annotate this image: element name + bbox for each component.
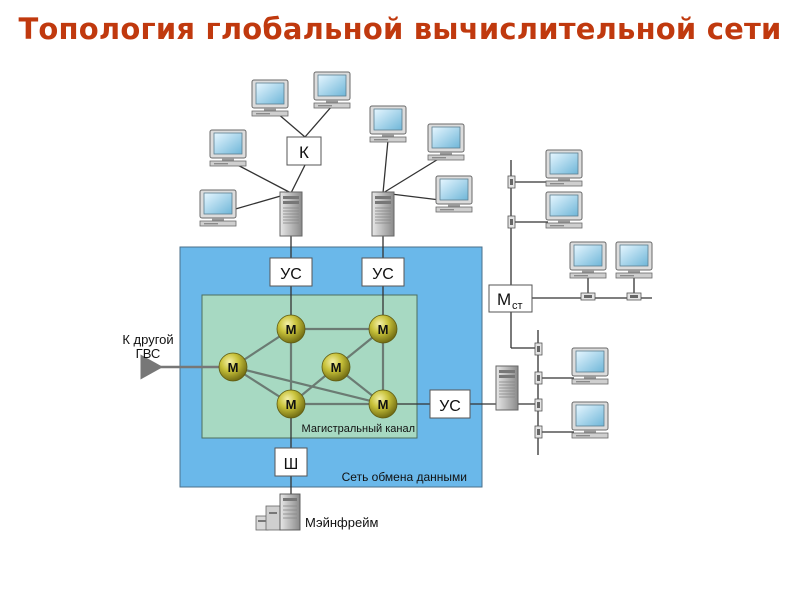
backbone-node: М [368,389,398,419]
svg-text:М: М [378,322,389,337]
server-icon [495,365,519,411]
computer-icon [571,347,609,385]
bus-tap [507,175,516,189]
mainframe-label: Мэйнфрейм [305,515,378,530]
backbone-node: М [218,352,248,382]
svg-text:ст: ст [512,300,523,312]
comm-node-left: УС [269,257,313,287]
data-network-label: Сеть обмена данными [342,470,467,484]
bridge-node-mcst: М ст [488,284,533,313]
backbone-node: М [368,314,398,344]
computer-icon [571,401,609,439]
computer-icon [545,191,583,229]
backbone-node: М [276,389,306,419]
gateway-node: Ш [274,447,308,477]
backbone-label: Магистральный канал [302,423,415,435]
svg-text:М: М [286,322,297,337]
bus-tap [507,215,516,229]
backbone-node: М [321,352,351,382]
svg-text:УС: УС [439,398,461,415]
svg-text:М: М [378,397,389,412]
computer-icon [427,123,465,161]
svg-text:УС: УС [372,266,394,283]
computer-icon [251,79,289,117]
bus-tap [534,342,543,356]
svg-text:УС: УС [280,266,302,283]
other-network-label-line1: К другой [122,332,173,347]
other-network-label-line2: ГВС [136,346,161,361]
comm-node-right: УС [361,257,405,287]
computer-icon [615,241,653,279]
switch-node-k: К [286,136,322,166]
comm-node-edge: УС [429,389,471,419]
computer-icon [435,175,473,213]
bus-tap [534,398,543,412]
computer-icon [209,129,247,167]
computer-icon [313,71,351,109]
computer-icon [569,241,607,279]
server-icon [371,191,395,237]
computer-icon [369,105,407,143]
svg-text:М: М [331,360,342,375]
server-icon [279,191,303,237]
mainframe-icon [255,493,301,531]
bus-tap [534,371,543,385]
svg-text:М: М [497,290,511,309]
svg-text:М: М [286,397,297,412]
computer-icon [199,189,237,227]
page-title: Топология глобальной вычислительной сети [18,12,782,46]
svg-text:М: М [228,360,239,375]
bus-tap [580,292,596,301]
backbone-node: М [276,314,306,344]
bus-tap [626,292,642,301]
svg-text:Ш: Ш [284,456,299,473]
computer-icon [545,149,583,187]
bus-tap [534,425,543,439]
svg-text:К: К [299,143,309,162]
